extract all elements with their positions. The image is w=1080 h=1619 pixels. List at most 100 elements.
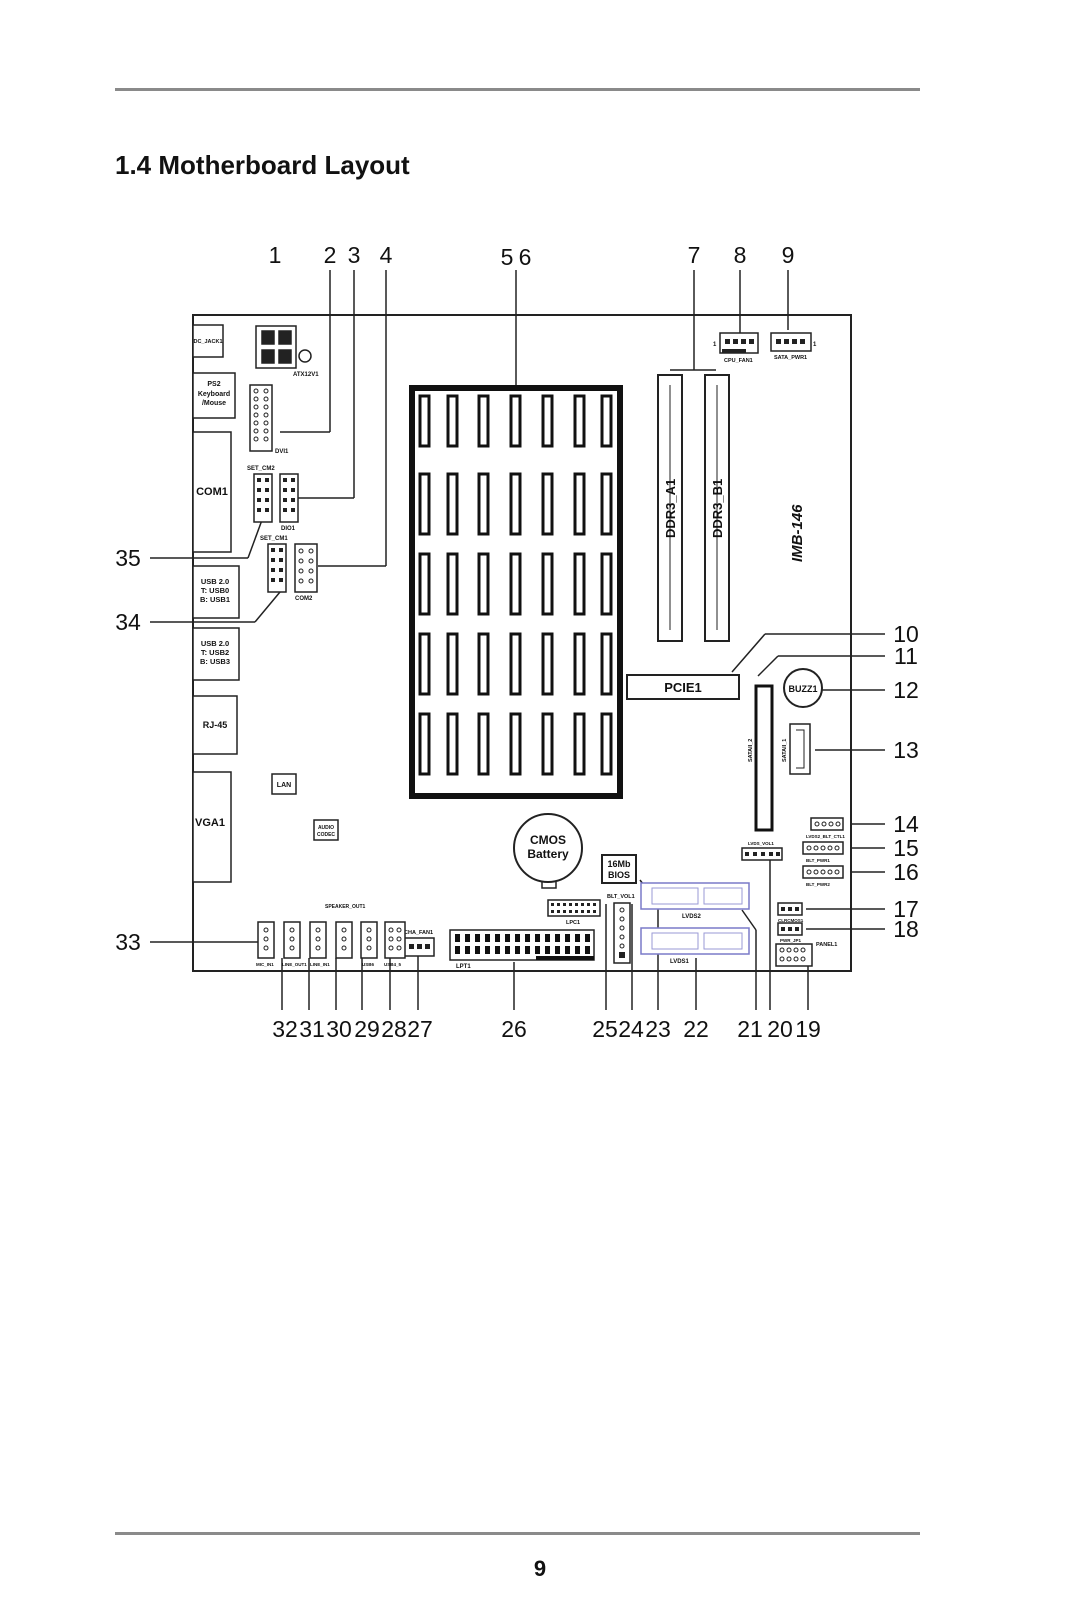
callout-23: 23 [645,1016,671,1042]
callout-5: 5 [501,244,514,270]
usb23-port [192,627,240,681]
callout-25: 25 [592,1016,618,1042]
blt-pwr2-header [802,865,844,879]
sata-pwr-label: SATA_PWR1 [774,355,807,361]
cmos-label-2: Battery [527,847,569,861]
ddr3-a1-label: DDR3_A1 [663,479,678,538]
lpc-header [547,899,601,917]
callout-29: 29 [354,1016,380,1042]
callout-numbers: 1 2 3 4 5 6 7 8 9 10 11 12 13 14 15 16 1… [115,242,919,1042]
dvi-label: DVI1 [275,449,289,455]
ddr3-b1-label: DDR3_B1 [710,479,725,538]
callout-9: 9 [782,242,795,268]
usb45-label: USB4_5 [384,962,402,967]
usb01-label-3: B: USB1 [200,595,230,604]
callout-34: 34 [115,609,141,635]
rj45-port [192,695,238,755]
callout-24: 24 [618,1016,644,1042]
bottom-rule [115,1532,920,1535]
pcie-label: PCIE1 [664,680,702,695]
usb6-header [360,921,378,959]
callout-7: 7 [688,242,701,268]
com1-port [192,431,232,553]
callout-28: 28 [381,1016,407,1042]
vga-label: VGA1 [195,817,225,829]
blt-pwr1-label: BLT_PWR1 [806,858,830,863]
blt-vol-header [613,902,631,964]
cha-fan-label: CHA_FAN1 [404,930,433,936]
sata-pwr-header [770,332,812,352]
cmos-battery [513,813,583,883]
callout-6: 6 [519,244,532,270]
lan-chip [271,773,297,795]
callout-31: 31 [299,1016,325,1042]
sata1-port [789,723,811,775]
lvds-vol-label: LVDS_VOL1 [748,841,774,846]
set-cm1-header [267,543,287,593]
dio-label: DIO1 [281,526,296,532]
audio-codec-label-1: AUDIO [318,825,334,831]
board-model-label: IMB-146 [789,504,806,562]
set-cm1-label: SET_CM1 [260,536,288,542]
lvds1-connector [640,927,750,955]
lpt-label: LPT1 [456,964,471,970]
callout-21: 21 [737,1016,763,1042]
callout-19: 19 [795,1016,821,1042]
callout-35: 35 [115,545,141,571]
pcie-slot [626,674,740,700]
page-number: 9 [533,1556,547,1581]
callout-27: 27 [407,1016,433,1042]
cmos-label-1: CMOS [530,833,566,847]
dvi-header [249,384,273,452]
com2-label: COM2 [295,596,313,602]
usb23-label-2: T: USB2 [201,648,229,657]
usb23-label-1: USB 2.0 [201,639,229,648]
callout-14: 14 [893,811,919,837]
line-in-header [309,921,327,959]
buzzer [783,668,823,708]
dio-header [279,473,299,523]
callout-18: 18 [893,916,919,942]
bios-chip [601,854,637,884]
cpu-fan-pin1: 1 [713,342,717,348]
lpt-header [449,929,595,961]
speaker-out-label: SPEAKER_OUT1 [325,904,366,910]
line-out-label: LINE_OUT1 [282,962,307,967]
mic-in-label: MIC_IN1 [256,962,274,967]
usb23-label-3: B: USB3 [200,657,230,666]
dc-jack-label: DC_JACK1 [193,339,222,345]
usb6-label: USB6 [362,962,375,967]
line-in-label: LINE_IN1 [310,962,330,967]
callout-4: 4 [380,242,393,268]
callout-30: 30 [326,1016,352,1042]
lvds2-blt-ctl-header [810,817,844,831]
pwr-jp-label: PWR_JP1 [780,938,802,943]
callout-33: 33 [115,929,141,955]
clrcmos-label: CLRCMOS1 [778,918,804,923]
usb01-label-1: USB 2.0 [201,577,229,586]
panel-label: PANEL1 [816,942,837,948]
callout-11: 11 [894,643,918,669]
blt-vol-label: BLT_VOL1 [607,894,635,900]
speaker-out-header [335,921,353,959]
bios-label-1: 16Mb [607,859,631,869]
callout-20: 20 [767,1016,793,1042]
ps2-label-2: Keyboard [198,391,230,398]
usb01-label-2: T: USB0 [201,586,229,595]
sata2-port [754,684,774,832]
atx12v-label: ATX12V1 [293,372,319,378]
callout-15: 15 [893,835,919,861]
callout-8: 8 [734,242,747,268]
lvds1-label: LVDS1 [670,959,690,965]
callout-3: 3 [348,242,361,268]
blt-pwr1-header [802,841,844,855]
com2-header [294,543,318,593]
lvds2-label: LVDS2 [682,914,702,920]
callout-22: 22 [683,1016,709,1042]
usb45-header [384,921,406,959]
line-out-header [283,921,301,959]
callout-leaders [150,270,885,1010]
bios-label-2: BIOS [608,870,630,880]
ps2-label-3: /Mouse [202,400,226,407]
